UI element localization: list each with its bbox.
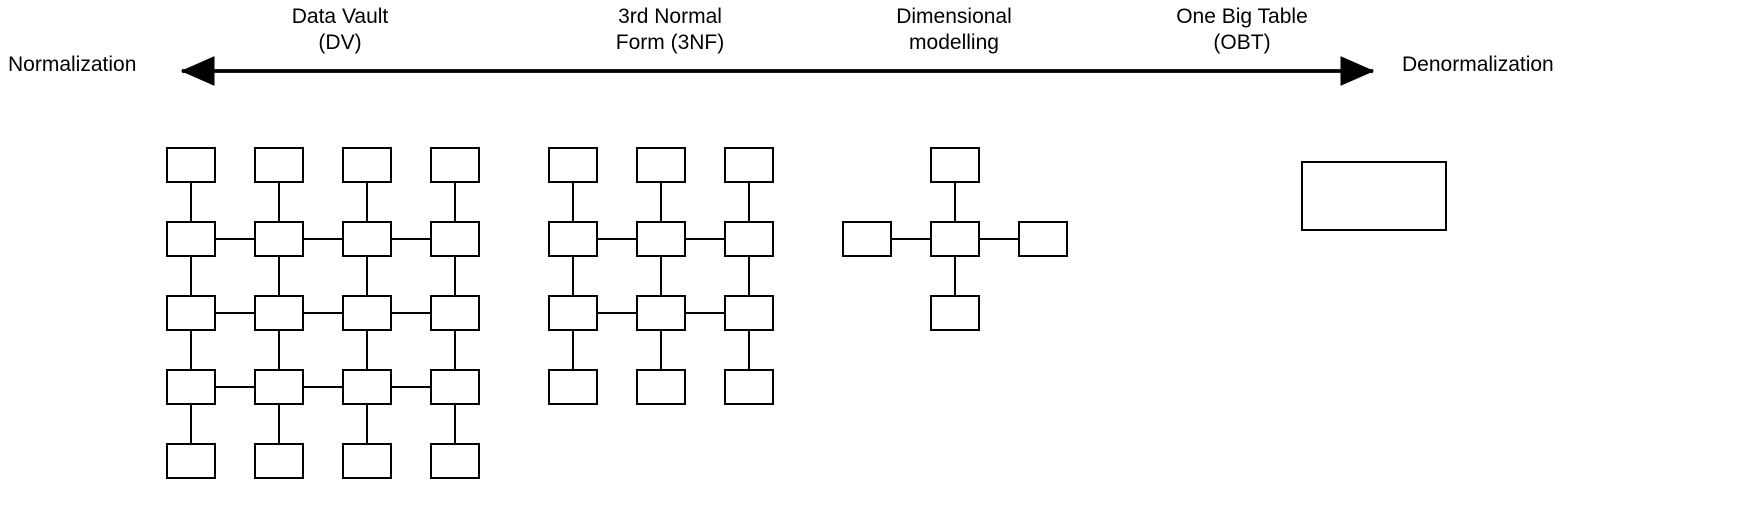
schema-node-box (342, 443, 392, 479)
schema-connector-horizontal (892, 237, 930, 241)
schema-connector-vertical (189, 257, 193, 295)
schema-node-box (342, 221, 392, 257)
schema-node-box (254, 221, 304, 257)
schema-connector-vertical (571, 257, 575, 295)
schema-node-box (636, 295, 686, 331)
schema-connector-horizontal (598, 237, 636, 241)
schema-connector-vertical (277, 183, 281, 221)
schema-connector-horizontal (304, 311, 342, 315)
schema-connector-vertical (365, 331, 369, 369)
schema-node-box (636, 147, 686, 183)
dimension-table-box (930, 295, 980, 331)
schema-connector-vertical (571, 331, 575, 369)
schema-connector-vertical (659, 331, 663, 369)
schema-node-box (166, 147, 216, 183)
schema-connector-vertical (189, 405, 193, 443)
schema-connector-horizontal (304, 385, 342, 389)
schema-node-box (254, 443, 304, 479)
schema-connector-vertical (277, 257, 281, 295)
schema-node-box (430, 147, 480, 183)
schema-node-box (342, 295, 392, 331)
schema-node-box (548, 221, 598, 257)
schema-connector-vertical (365, 183, 369, 221)
schema-connector-vertical (953, 183, 957, 221)
schema-node-box (724, 221, 774, 257)
schema-connector-horizontal (304, 237, 342, 241)
schema-node-box (166, 369, 216, 405)
schema-connector-vertical (365, 257, 369, 295)
schema-connector-vertical (189, 331, 193, 369)
schema-connector-horizontal (392, 237, 430, 241)
schema-connector-vertical (659, 183, 663, 221)
schema-node-box (548, 295, 598, 331)
schema-connector-horizontal (598, 311, 636, 315)
schema-connector-vertical (571, 183, 575, 221)
axis-label-normalization: Normalization (8, 53, 137, 76)
schema-connector-horizontal (216, 385, 254, 389)
schema-connector-vertical (747, 183, 751, 221)
spectrum-double-arrow-icon (180, 56, 1375, 86)
schema-connector-horizontal (686, 311, 724, 315)
schema-node-box (724, 147, 774, 183)
schema-node-box (342, 369, 392, 405)
schema-node-box (724, 369, 774, 405)
schema-node-box (254, 147, 304, 183)
schema-node-box (430, 295, 480, 331)
schema-connector-vertical (953, 257, 957, 295)
schema-node-box (166, 443, 216, 479)
schema-connector-vertical (453, 183, 457, 221)
schema-connector-vertical (189, 183, 193, 221)
schema-node-box (430, 443, 480, 479)
schema-connector-vertical (453, 257, 457, 295)
schema-node-box (430, 221, 480, 257)
stage-label-data-vault: Data Vault (DV) (291, 5, 389, 54)
schema-connector-horizontal (216, 237, 254, 241)
schema-node-box (166, 295, 216, 331)
schema-connector-vertical (453, 405, 457, 443)
schema-connector-vertical (365, 405, 369, 443)
one-big-table-box (1301, 161, 1447, 231)
dimension-table-box (842, 221, 892, 257)
schema-node-box (254, 369, 304, 405)
schema-connector-vertical (277, 331, 281, 369)
stage-label-one-big-table: One Big Table (OBT) (1176, 5, 1308, 54)
schema-node-box (548, 369, 598, 405)
schema-node-box (430, 369, 480, 405)
schema-node-box (342, 147, 392, 183)
schema-node-box (166, 221, 216, 257)
schema-connector-horizontal (216, 311, 254, 315)
schema-node-box (254, 295, 304, 331)
stage-label-dimensional-modelling: Dimensional modelling (896, 5, 1012, 54)
schema-connector-vertical (277, 405, 281, 443)
schema-node-box (636, 369, 686, 405)
schema-connector-horizontal (980, 237, 1018, 241)
schema-connector-vertical (453, 331, 457, 369)
dimension-table-box (1018, 221, 1068, 257)
schema-node-box (548, 147, 598, 183)
dimension-table-box (930, 147, 980, 183)
schema-node-box (724, 295, 774, 331)
schema-connector-vertical (747, 331, 751, 369)
schema-connector-vertical (659, 257, 663, 295)
fact-table-box (930, 221, 980, 257)
schema-connector-vertical (747, 257, 751, 295)
schema-connector-horizontal (686, 237, 724, 241)
stage-label-third-normal-form: 3rd Normal Form (3NF) (615, 5, 725, 54)
schema-connector-horizontal (392, 385, 430, 389)
schema-connector-horizontal (392, 311, 430, 315)
schema-node-box (636, 221, 686, 257)
axis-label-denormalization: Denormalization (1402, 53, 1554, 76)
